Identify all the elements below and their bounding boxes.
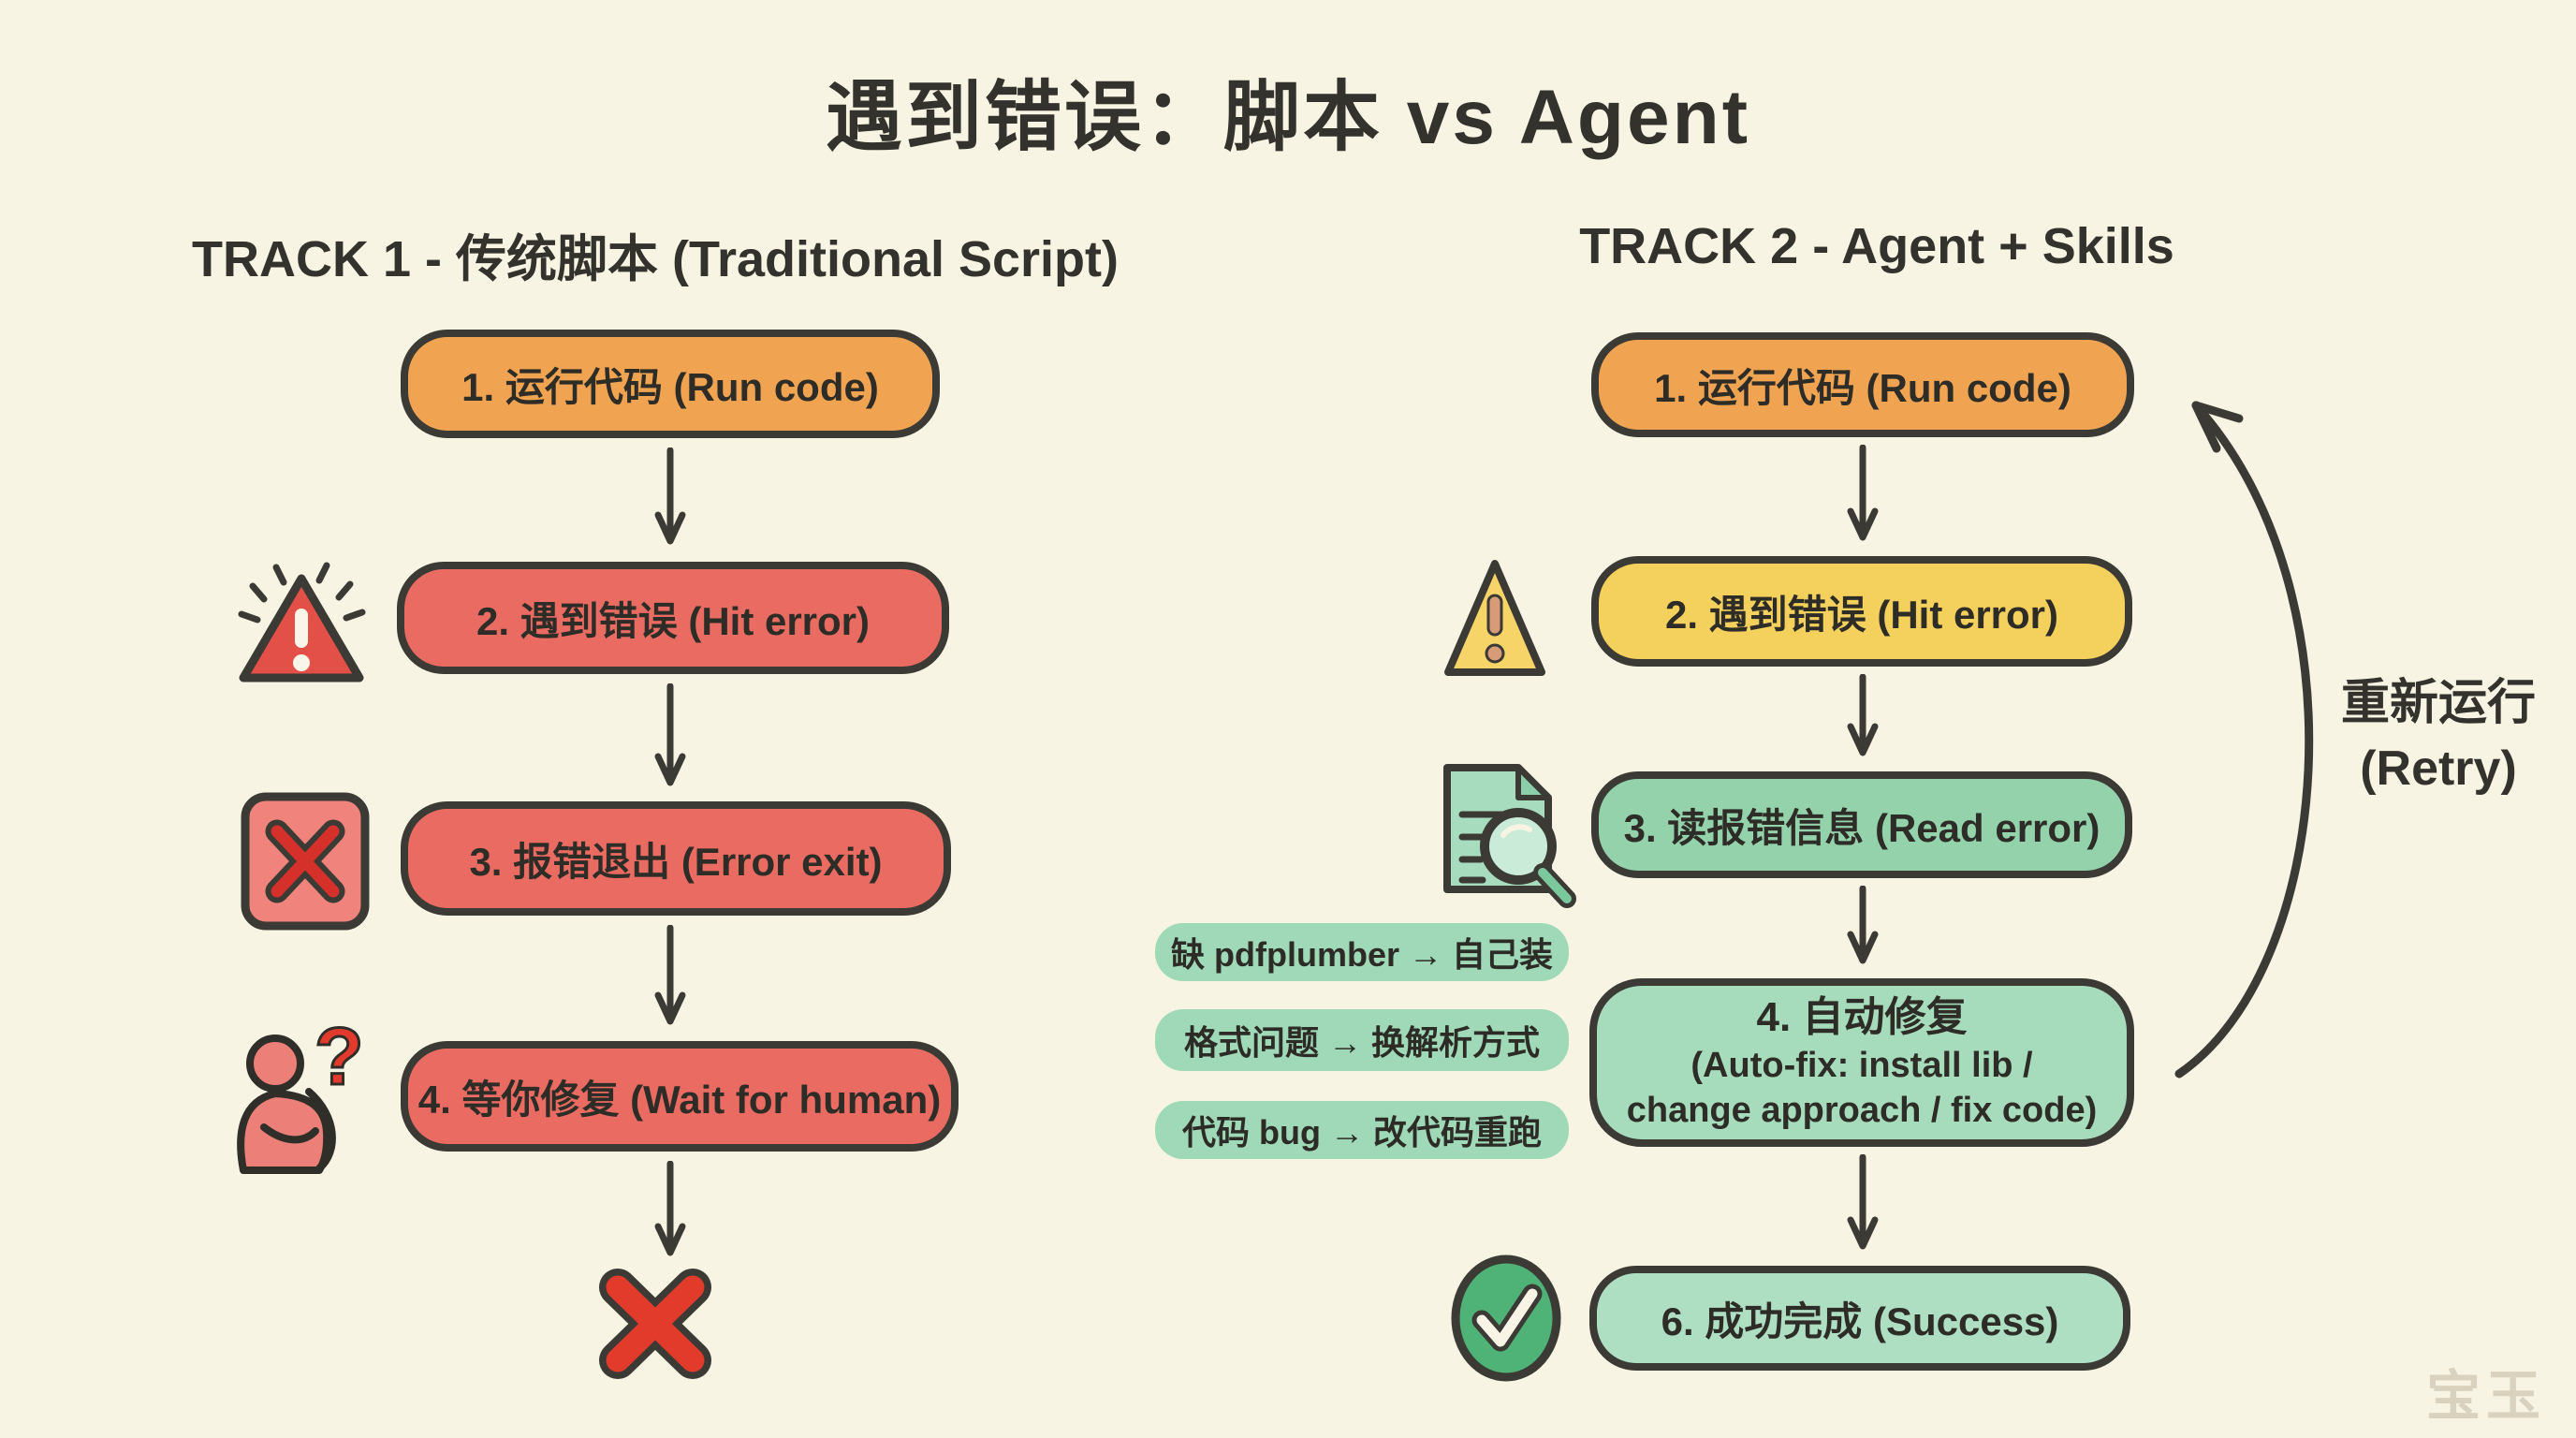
- track2-step1-box: 1. 运行代码 (Run code): [1591, 332, 2134, 437]
- flow-arrow-down: [1847, 1154, 1879, 1250]
- track2-step5-box: 6. 成功完成 (Success): [1589, 1266, 2130, 1371]
- track2-step5-label: 6. 成功完成 (Success): [1661, 1299, 2059, 1343]
- warning-triangle-icon: [1444, 560, 1545, 676]
- flow-arrow-down: [1847, 674, 1879, 756]
- flow-arrow-down: [654, 448, 686, 545]
- fix-example-chip: 代码 bug → 改代码重跑: [1155, 1101, 1569, 1159]
- retry-label-line2: (Retry): [2360, 741, 2517, 796]
- track2-step4-box: 4. 自动修复 (Auto-fix: install lib / change …: [1589, 978, 2134, 1147]
- track1-step2-box: 2. 遇到错误 (Hit error): [397, 562, 949, 674]
- fix-example-label: 缺 pdfplumber → 自己装: [1171, 935, 1553, 974]
- retry-label-line1: 重新运行: [2340, 676, 2536, 730]
- x-square-icon: [241, 792, 370, 931]
- watermark: 宝玉: [2426, 1366, 2547, 1427]
- track1-step3-box: 3. 报错退出 (Error exit): [401, 801, 951, 916]
- check-circle-icon: [1451, 1255, 1561, 1382]
- fix-example-label: 代码 bug → 改代码重跑: [1182, 1113, 1542, 1152]
- fix-example-chip: 格式问题 → 换解析方式: [1155, 1009, 1569, 1071]
- track1-step1-label: 1. 运行代码 (Run code): [461, 364, 879, 409]
- track2-step4-line3: change approach / fix code): [1626, 1091, 2098, 1130]
- page-title: 遇到错误：脚本 vs Agent: [825, 75, 1751, 160]
- track1-step1-box: 1. 运行代码 (Run code): [401, 330, 940, 438]
- flow-arrow-down: [654, 925, 686, 1025]
- fix-example-chip: 缺 pdfplumber → 自己装: [1155, 923, 1569, 981]
- track2-heading: TRACK 2 - Agent + Skills: [1579, 218, 2174, 274]
- track1-step3-label: 3. 报错退出 (Error exit): [469, 839, 883, 884]
- red-x-icon: [599, 1269, 711, 1379]
- track2-step3-box: 3. 读报错信息 (Read error): [1591, 771, 2132, 878]
- flow-arrow-down: [654, 683, 686, 786]
- person-question-icon: ?: [237, 1013, 365, 1174]
- track2-step1-label: 1. 运行代码 (Run code): [1654, 365, 2071, 410]
- alert-triangle-icon: [238, 562, 366, 682]
- svg-text:?: ?: [315, 1013, 364, 1102]
- flow-arrow-down: [1847, 445, 1879, 541]
- doc-search-icon: [1443, 764, 1576, 908]
- track2-step3-label: 3. 读报错信息 (Read error): [1623, 805, 2100, 850]
- track1-step4-label: 4. 等你修复 (Wait for human): [417, 1077, 942, 1122]
- track2-step2-box: 2. 遇到错误 (Hit error): [1591, 556, 2132, 667]
- track2-step4-line2: (Auto-fix: install lib /: [1690, 1046, 2033, 1085]
- track1-heading: TRACK 1 - 传统脚本 (Traditional Script): [191, 231, 1120, 287]
- retry-arrow: [2174, 401, 2314, 1078]
- track2-step2-label: 2. 遇到错误 (Hit error): [1664, 592, 2059, 637]
- fix-example-label: 格式问题 → 换解析方式: [1183, 1023, 1540, 1062]
- flow-arrow-down: [1847, 886, 1879, 964]
- track1-step2-label: 2. 遇到错误 (Hit error): [476, 598, 871, 643]
- retry-label: 重新运行 (Retry): [2303, 670, 2574, 801]
- track1-step4-box: 4. 等你修复 (Wait for human): [401, 1041, 959, 1152]
- flow-arrow-down: [654, 1161, 686, 1256]
- track2-step4-line1: 4. 自动修复: [1756, 994, 1968, 1040]
